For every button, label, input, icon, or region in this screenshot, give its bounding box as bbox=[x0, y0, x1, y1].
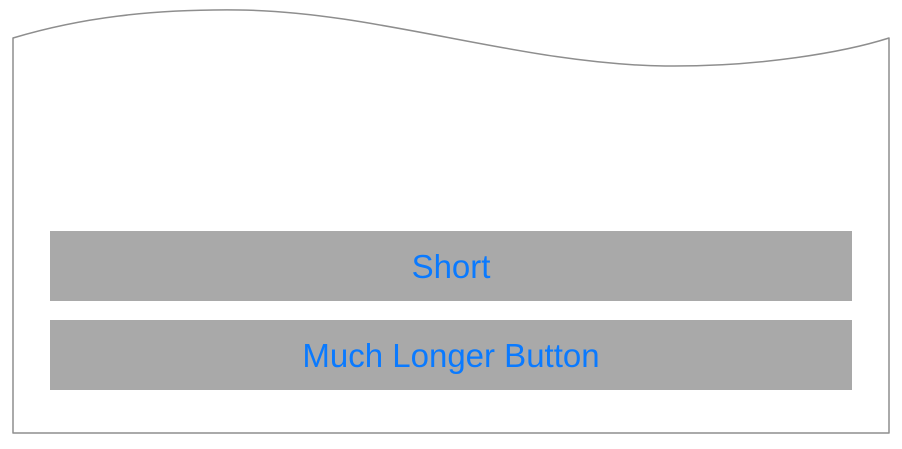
much-longer-button-label: Much Longer Button bbox=[302, 336, 600, 374]
much-longer-button[interactable]: Much Longer Button bbox=[50, 320, 852, 390]
short-button-label: Short bbox=[411, 247, 491, 285]
short-button[interactable]: Short bbox=[50, 231, 852, 301]
